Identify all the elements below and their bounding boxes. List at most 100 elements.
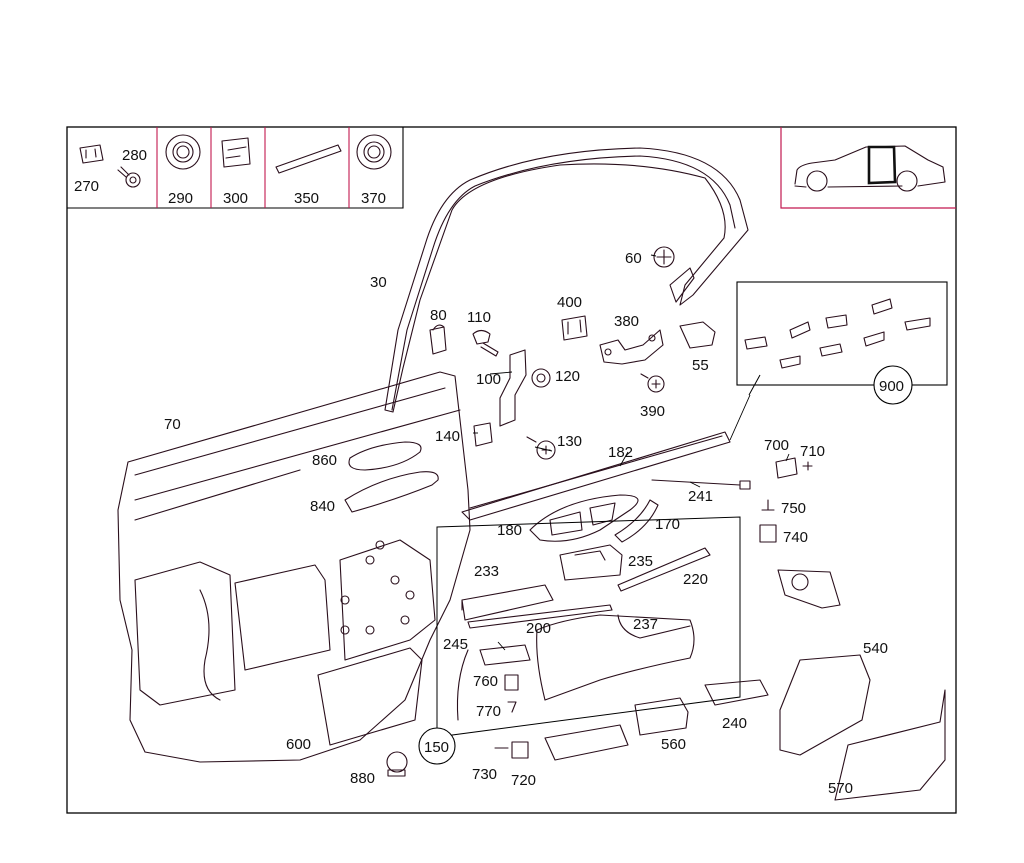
label-233: 233 (474, 563, 499, 580)
bracket-100-drawing[interactable] (499, 349, 527, 427)
label-380: 380 (614, 313, 639, 330)
label-180: 180 (497, 522, 522, 539)
socket-740-drawing[interactable] (759, 524, 777, 543)
bracket-570-drawing[interactable] (834, 689, 946, 801)
module-560-drawing[interactable] (634, 697, 689, 736)
unit-540-drawing[interactable] (779, 654, 871, 756)
label-182: 182 (608, 444, 633, 461)
grommet-290-drawing[interactable] (165, 134, 201, 170)
bulb-710-drawing[interactable] (802, 461, 813, 471)
label-220: 220 (683, 571, 708, 588)
nut-120-drawing[interactable] (531, 368, 551, 388)
leader-900 (729, 394, 751, 441)
diagram-frame (66, 126, 957, 814)
label-140: 140 (435, 428, 460, 445)
trim-200-drawing[interactable] (467, 604, 613, 629)
label-600: 600 (286, 736, 311, 753)
label-200: 200 (526, 620, 551, 637)
group-150-box (436, 516, 741, 738)
label-240: 240 (722, 715, 747, 732)
rod-220-drawing[interactable] (617, 547, 711, 592)
trim-panel-600-drawing[interactable] (317, 647, 423, 746)
callout-150-circle[interactable] (418, 727, 456, 765)
label-245: 245 (443, 636, 468, 653)
label-80: 80 (430, 307, 447, 324)
label-400: 400 (557, 294, 582, 311)
waist-strip-182-drawing[interactable] (461, 431, 731, 521)
label-720: 720 (511, 772, 536, 789)
screw-280-drawing[interactable] (117, 166, 141, 188)
clip-300-drawing[interactable] (221, 137, 251, 168)
bolt-110-drawing[interactable] (472, 329, 499, 357)
label-390: 390 (640, 403, 665, 420)
grip-860-drawing[interactable] (348, 441, 422, 471)
label-840: 840 (310, 498, 335, 515)
label-60: 60 (625, 250, 642, 267)
label-55: 55 (692, 357, 709, 374)
label-350: 350 (294, 190, 319, 207)
connector-700-drawing[interactable] (775, 457, 798, 479)
label-750: 750 (781, 500, 806, 517)
label-770: 770 (476, 703, 501, 720)
handle-trim-840-drawing[interactable] (344, 471, 439, 513)
label-540: 540 (863, 640, 888, 657)
armrest-233-drawing[interactable] (461, 584, 554, 621)
label-740: 740 (783, 529, 808, 546)
window-frame-30-drawing[interactable] (384, 147, 749, 413)
label-280: 280 (122, 147, 147, 164)
label-100: 100 (476, 371, 501, 388)
label-235: 235 (628, 553, 653, 570)
leader-lines (473, 254, 790, 651)
clip-400-drawing[interactable] (561, 315, 588, 341)
lamp-720-730-drawing[interactable] (494, 724, 629, 761)
cable-245-drawing[interactable] (456, 649, 469, 721)
door-inner-panel-70-drawing[interactable] (117, 371, 471, 763)
label-710: 710 (800, 443, 825, 460)
rod-350-drawing[interactable] (275, 144, 342, 174)
callout-900-circle[interactable] (873, 365, 913, 405)
lamp-760-770-drawing[interactable] (479, 644, 531, 713)
cover-55-drawing[interactable] (679, 321, 716, 349)
label-290: 290 (168, 190, 193, 207)
armrest-insert-235-drawing[interactable] (559, 544, 623, 581)
label-150: 150 (424, 739, 449, 756)
lamp-housing-drawing[interactable] (777, 569, 841, 609)
cap-60-drawing[interactable] (653, 246, 675, 268)
label-170: 170 (655, 516, 680, 533)
bulb-750-drawing[interactable] (761, 499, 775, 511)
car-location-inset (780, 127, 956, 209)
label-370: 370 (361, 190, 386, 207)
label-560: 560 (661, 736, 686, 753)
cable-241-drawing[interactable] (651, 479, 751, 490)
group-900-box (736, 281, 948, 396)
label-730: 730 (472, 766, 497, 783)
label-270: 270 (74, 178, 99, 195)
label-760: 760 (473, 673, 498, 690)
button-880-drawing[interactable] (386, 751, 408, 777)
grommet-370-drawing[interactable] (356, 134, 392, 170)
label-120: 120 (555, 368, 580, 385)
label-570: 570 (828, 780, 853, 797)
label-30: 30 (370, 274, 387, 291)
label-130: 130 (557, 433, 582, 450)
cover-240-drawing[interactable] (704, 679, 769, 706)
label-237: 237 (633, 616, 658, 633)
pull-handle-170-drawing[interactable] (614, 499, 659, 543)
bracket-380-drawing[interactable] (599, 329, 664, 365)
clip-140-drawing[interactable] (473, 422, 493, 447)
label-700: 700 (764, 437, 789, 454)
screw-390-drawing[interactable] (640, 373, 665, 393)
switch-unit-180-drawing[interactable] (529, 494, 639, 542)
label-900: 900 (879, 378, 904, 395)
label-110: 110 (467, 309, 491, 326)
label-880: 880 (350, 770, 375, 787)
front-door-highlight-icon (867, 145, 897, 185)
label-241: 241 (688, 488, 713, 505)
label-70: 70 (164, 416, 181, 433)
label-300: 300 (223, 190, 248, 207)
clip-80-drawing[interactable] (429, 324, 447, 355)
map-pocket-237-drawing[interactable] (536, 614, 695, 701)
clip-270-drawing[interactable] (79, 144, 104, 164)
label-860: 860 (312, 452, 337, 469)
